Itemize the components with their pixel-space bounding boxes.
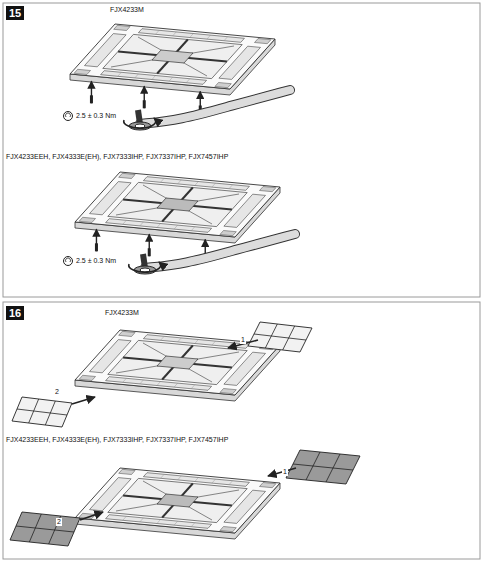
ceiling-panel [75, 468, 280, 539]
direction-arrow [80, 512, 103, 520]
air-filter [248, 322, 312, 352]
screw [143, 100, 146, 108]
model-name: FJX4233M [105, 309, 139, 317]
direction-arrow [72, 397, 95, 404]
model-list: FJX4233EEH, FJX4333E(EH), FJX7333IHP, FJ… [6, 436, 228, 444]
order-number: 2 [56, 518, 62, 526]
screw-arrow [91, 81, 92, 103]
ceiling-panel [70, 24, 275, 95]
step-number: 16 [6, 306, 24, 320]
torque-icon [64, 112, 73, 121]
drain-pipe [129, 234, 295, 274]
model-name: FJX4233M [110, 6, 144, 14]
screw-arrow [96, 229, 97, 251]
ceiling-panel [75, 172, 280, 243]
screw-arrow [144, 86, 145, 108]
order-number: 1 [282, 468, 288, 476]
torque-icon [64, 257, 73, 266]
screw [148, 248, 151, 256]
screw [95, 243, 98, 251]
torque-value: 2.5 ± 0.3 Nm [76, 112, 116, 120]
order-number: 2 [54, 388, 60, 396]
order-number: 1 [240, 336, 246, 344]
step-frame [3, 302, 480, 559]
air-filter [286, 450, 360, 484]
drain-pipe [124, 90, 290, 130]
model-list: FJX4233EEH, FJX4333E(EH), FJX7333IHP, FJ… [6, 153, 228, 161]
step-frame [3, 3, 480, 297]
step-number: 15 [6, 6, 24, 20]
direction-arrow [268, 468, 296, 476]
air-filter [12, 397, 72, 427]
screw-arrow [149, 234, 150, 256]
screw [90, 95, 93, 103]
ceiling-panel [75, 330, 280, 401]
torque-value: 2.5 ± 0.3 Nm [76, 257, 116, 265]
air-filter [10, 512, 80, 546]
